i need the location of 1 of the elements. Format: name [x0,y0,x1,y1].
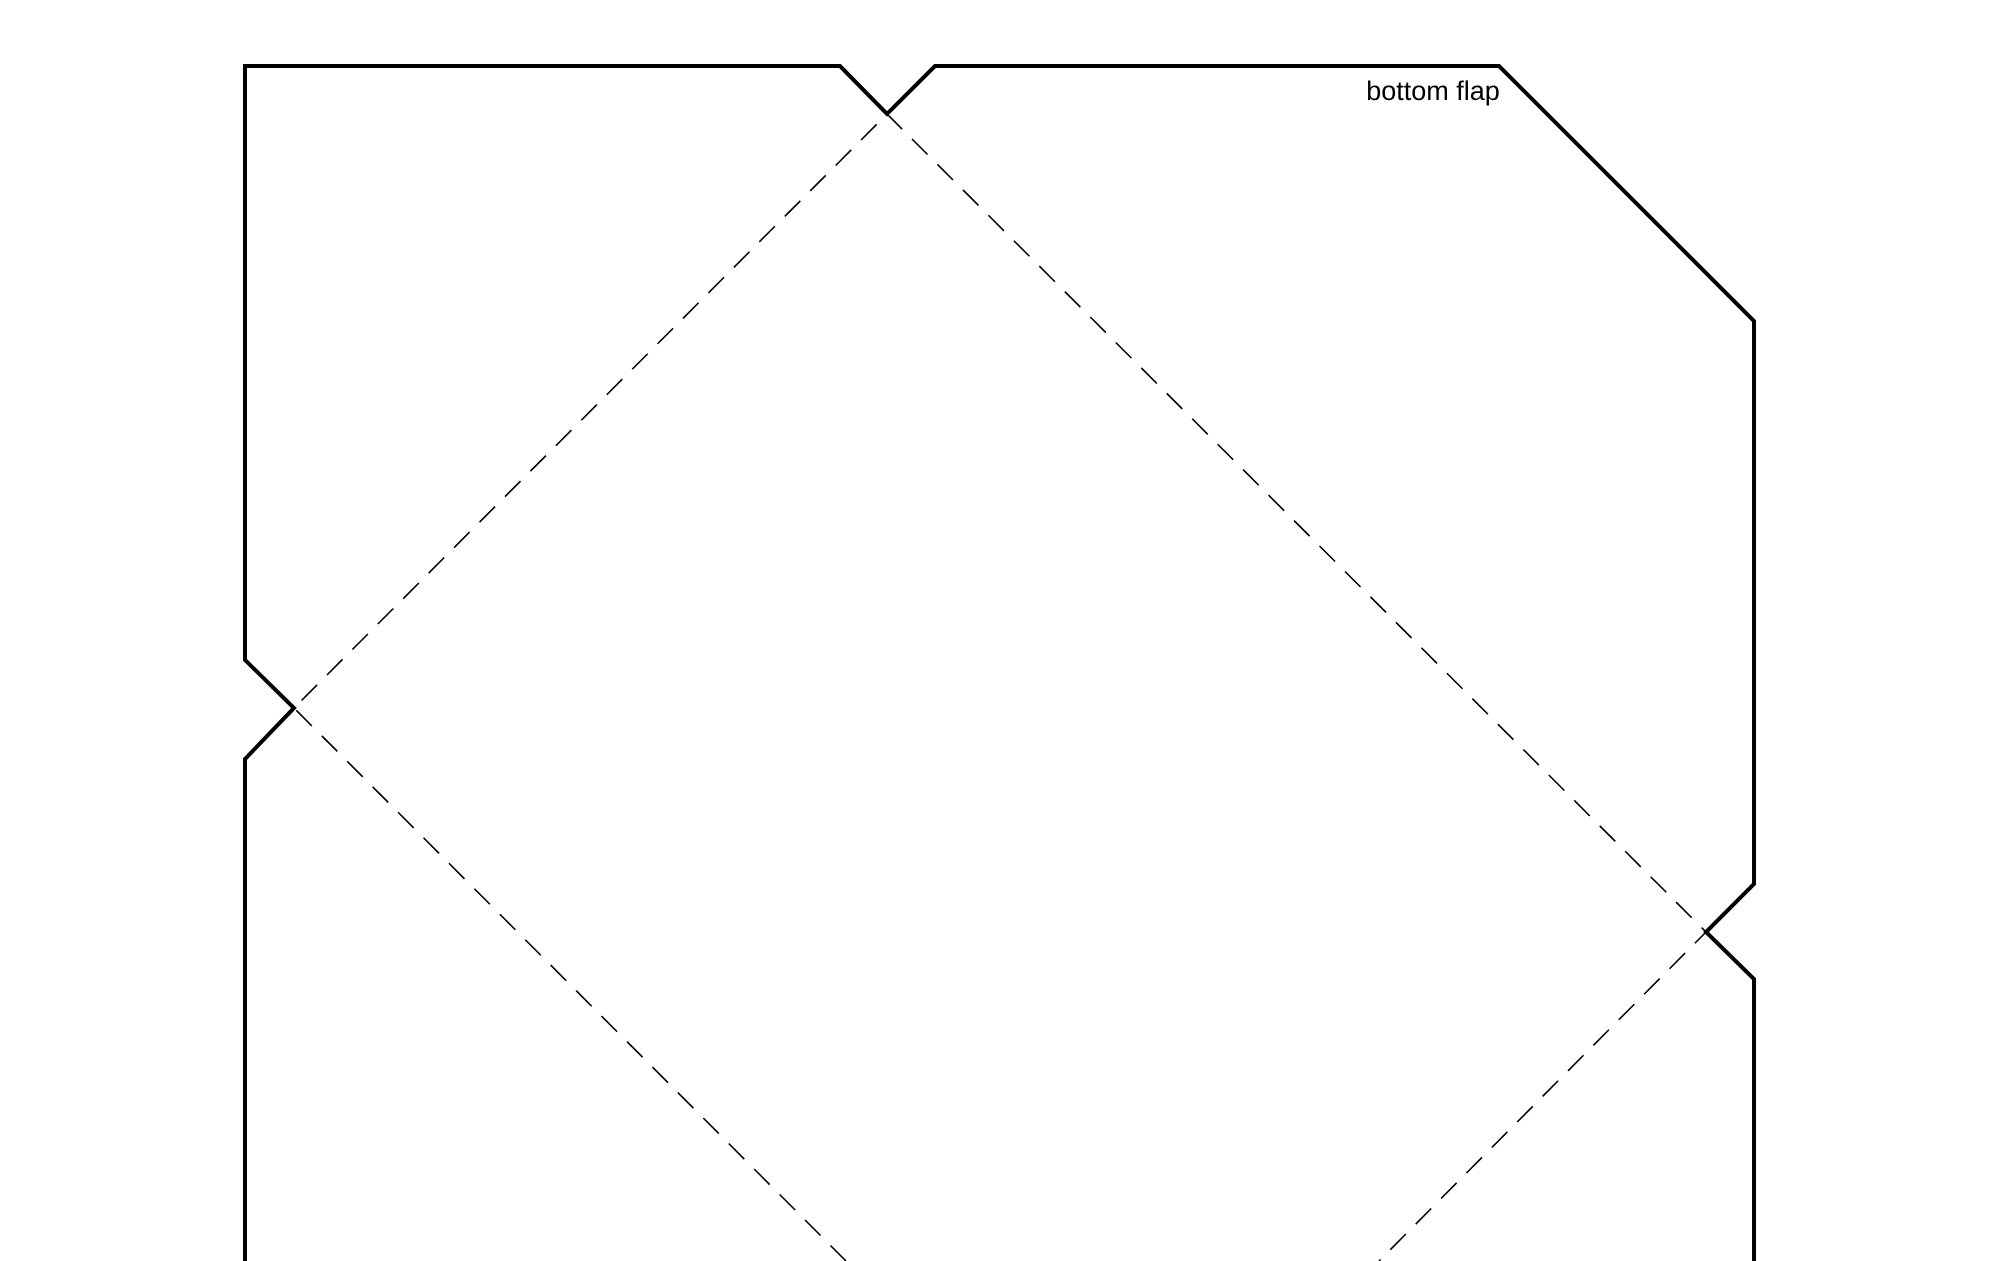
flap-label: bottom flap [1368,80,1499,106]
